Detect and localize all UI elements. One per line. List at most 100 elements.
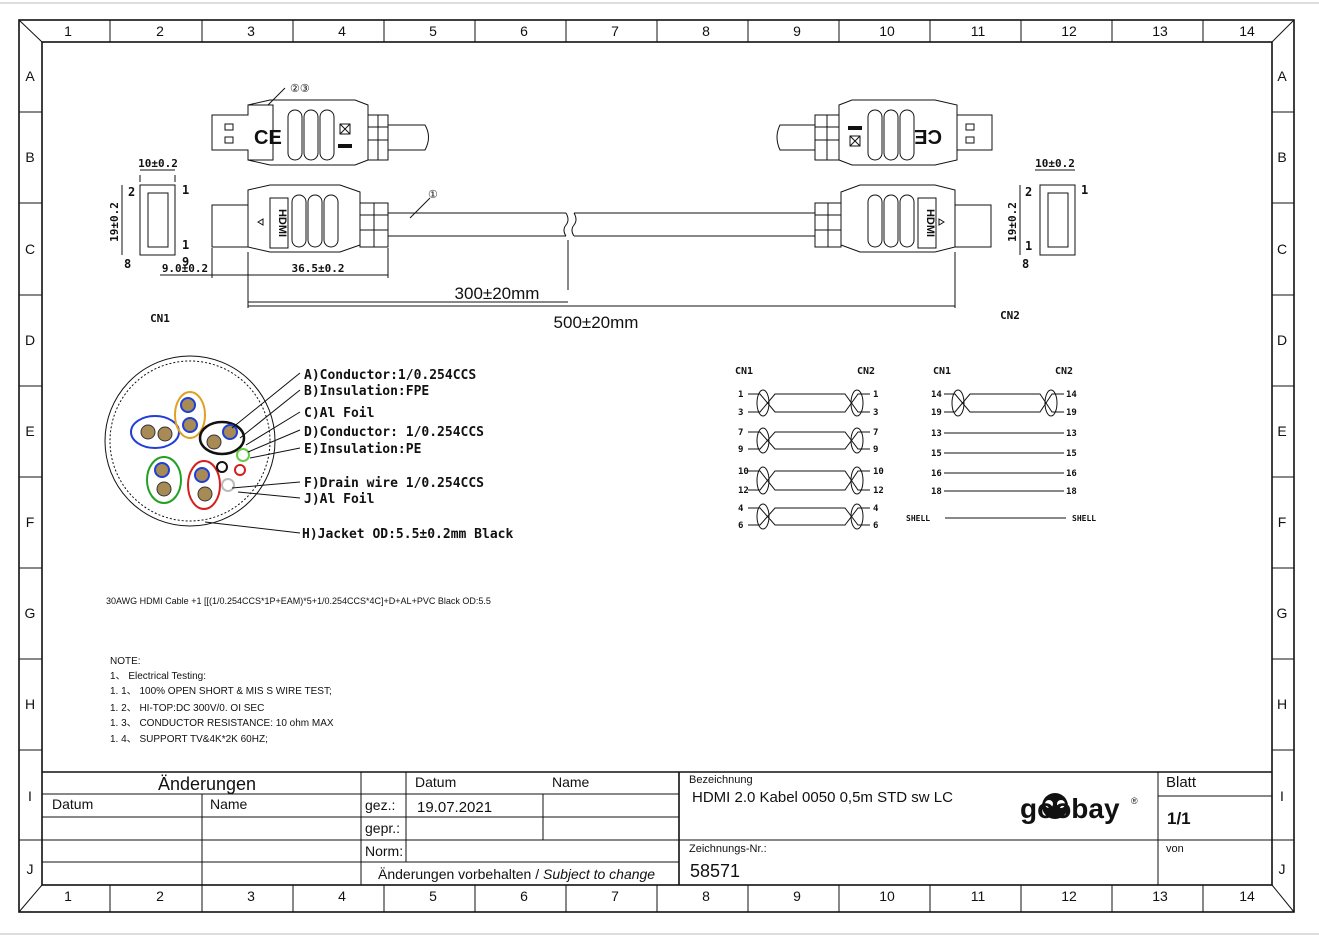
wire-pin-left-18: 18 [931, 487, 942, 497]
bezeichnung-value: HDMI 2.0 Kabel 0050 0,5m STD sw LC [692, 789, 953, 806]
grid-col-bottom-5: 5 [429, 888, 437, 904]
grid-row-left-J: J [27, 861, 34, 877]
left-connector-top-view: CE ②③ [211, 83, 429, 166]
pin-label-1-right: 1 [1081, 183, 1088, 197]
grid-row-right-B: B [1277, 149, 1286, 165]
wire-pin-right-12: 12 [873, 486, 884, 496]
grid-row-left-I: I [28, 788, 32, 804]
notes-title: NOTE: [110, 656, 141, 667]
wire-pin-left-19: 19 [931, 408, 942, 418]
changes-col-datum: Datum [52, 796, 93, 812]
wire-pin-right-7: 7 [873, 428, 878, 438]
grid-row-right-E: E [1277, 423, 1286, 439]
grid-row-right-F: F [1278, 514, 1287, 530]
changes-header: Änderungen [158, 774, 256, 794]
wire-pin-left-4: 4 [738, 504, 744, 514]
right-connector-top-view: CE [776, 99, 993, 166]
pin-label-2-left: 2 [128, 185, 135, 199]
dim-offset: 9.0±0.2 [162, 262, 208, 275]
note-line-3: 1. 3、 CONDUCTOR RESISTANCE: 10 ohm MAX [110, 718, 334, 729]
gez-date: 19.07.2021 [417, 799, 492, 816]
cable-side-view: ① [388, 189, 815, 237]
cross-section-label-5: F)Drain wire 1/0.254CCS [304, 476, 484, 491]
callout-1: ① [428, 189, 438, 201]
dim-face-height-right: 19±0.2 [1006, 202, 1019, 242]
grid-col-bottom-4: 4 [338, 888, 346, 904]
grid-row-left-H: H [25, 696, 35, 712]
grid-col-top-1: 1 [64, 23, 72, 39]
pin-label-8-left: 8 [124, 257, 131, 271]
gez-label: gez.: [365, 797, 395, 813]
grid-col-bottom-3: 3 [247, 888, 255, 904]
blatt-label: Blatt [1166, 774, 1197, 791]
left-connector-side-view: HDMI [211, 184, 389, 253]
shell-right: SHELL [1072, 514, 1096, 523]
pin-label-9-left: 9 [182, 255, 189, 269]
wire-pin-left-16: 16 [931, 469, 942, 479]
wire-pin-left-15: 15 [931, 449, 942, 459]
note-line-1: 1. 1、 100% OPEN SHORT & MIS S WIRE TEST; [110, 686, 332, 697]
grid-col-top-9: 9 [793, 23, 801, 39]
grid-col-bottom-10: 10 [879, 888, 895, 904]
grid-col-bottom-6: 6 [520, 888, 528, 904]
notes-block: NOTE: 1、 Electrical Testing:1. 1、 100% O… [110, 656, 334, 745]
wire-pin-right-4: 4 [873, 504, 879, 514]
wire-pin-left-7: 7 [738, 428, 743, 438]
grid-row-left-C: C [25, 241, 35, 257]
subject-to-change: Änderungen vorbehalten / Subject to chan… [378, 866, 655, 882]
norm-label: Norm: [365, 843, 403, 859]
cross-section-label-2: C)Al Foil [304, 406, 374, 421]
dim-500mm: 500±20mm [554, 313, 639, 332]
shell-left: SHELL [906, 514, 930, 523]
grid-row-right-J: J [1279, 861, 1286, 877]
hdmi-logo-right: HDMI [924, 209, 936, 237]
grid-col-top-8: 8 [702, 23, 710, 39]
grid-col-bottom-13: 13 [1152, 888, 1168, 904]
wire-pin-right-10: 10 [873, 467, 884, 477]
grid-col-bottom-12: 12 [1061, 888, 1077, 904]
wire-pin-right-9: 9 [873, 445, 878, 455]
cross-section-label-3: D)Conductor: 1/0.254CCS [304, 425, 484, 440]
dim-300mm: 300±20mm [455, 284, 540, 303]
wire-pin-left-3: 3 [738, 408, 743, 418]
grid-row-left-F: F [26, 514, 35, 530]
grid-row-left-G: G [25, 605, 36, 621]
zeichnungsnr-value: 58571 [690, 861, 740, 881]
grid-col-top-3: 3 [247, 23, 255, 39]
grid-row-right-D: D [1277, 332, 1287, 348]
wire-pin-right-13: 13 [1066, 429, 1077, 439]
grid-col-top-12: 12 [1061, 23, 1077, 39]
logo-registered: ® [1131, 796, 1138, 806]
cross-section-label-6: J)Al Foil [304, 492, 374, 507]
von-label: von [1166, 843, 1184, 855]
hdmi-logo-left: HDMI [276, 209, 288, 237]
grid-row-left-E: E [25, 423, 34, 439]
callout-23: ②③ [290, 83, 310, 95]
wire-pin-right-15: 15 [1066, 449, 1077, 459]
grid-row-left-A: A [25, 68, 35, 84]
ce-mark-right: CE [914, 125, 942, 147]
wiring-cn2-left: CN2 [857, 366, 875, 377]
wiring-cn1-left: CN1 [735, 366, 753, 377]
grid-col-top-2: 2 [156, 23, 164, 39]
datum-header: Datum [415, 774, 456, 790]
grid-col-top-6: 6 [520, 23, 528, 39]
wire-pin-left-6: 6 [738, 521, 743, 531]
blatt-value: 1/1 [1167, 809, 1191, 828]
bezeichnung-label: Bezeichnung [689, 774, 753, 786]
pin-label-1-left: 1 [182, 183, 189, 197]
wire-pin-right-18: 18 [1066, 487, 1077, 497]
wire-pin-left-1: 1 [738, 390, 743, 400]
grid-row-right-C: C [1277, 241, 1287, 257]
pin-label-2-right: 2 [1025, 185, 1032, 199]
